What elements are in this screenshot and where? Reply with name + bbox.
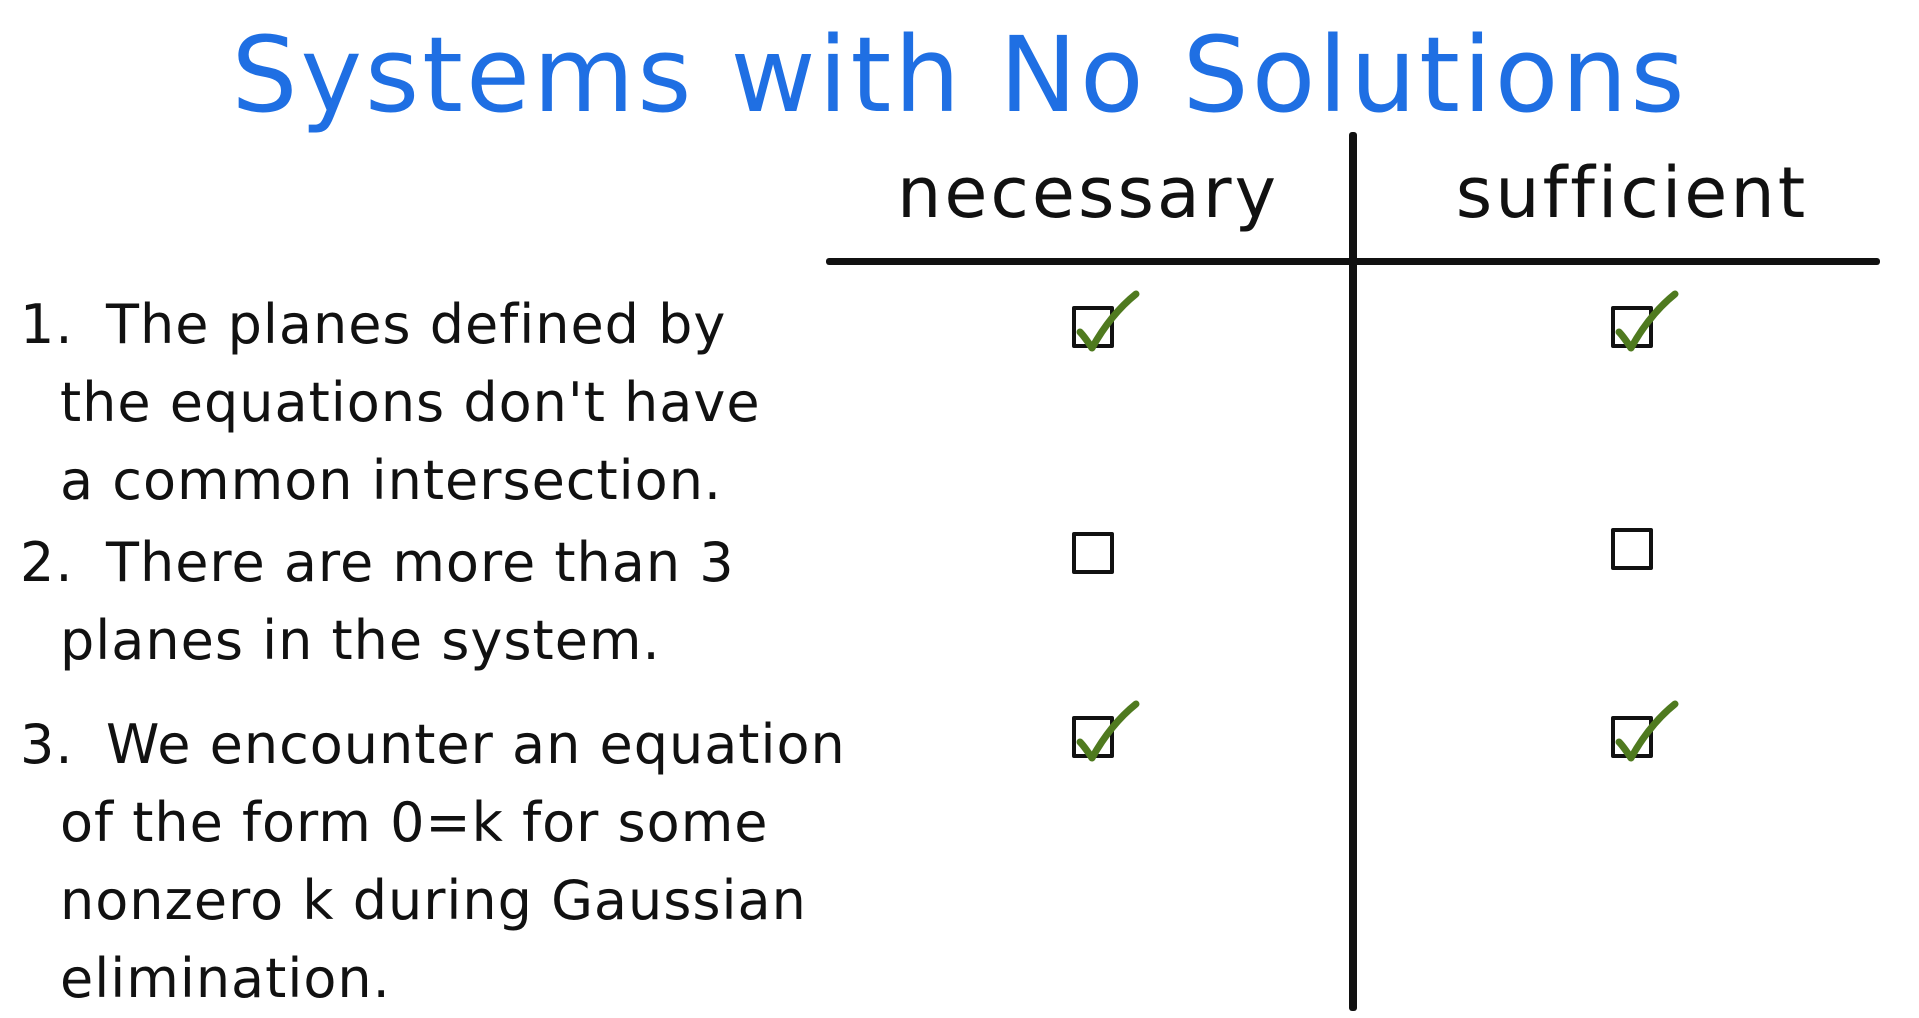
statement-3-line-1: 3.We encounter an equation bbox=[20, 713, 846, 776]
checkmark-icon bbox=[1076, 290, 1140, 352]
checkbox-icon bbox=[1072, 532, 1114, 574]
checkmark-icon bbox=[1615, 700, 1679, 762]
table-column-divider bbox=[1349, 132, 1357, 1011]
checkbox-icon bbox=[1611, 716, 1653, 758]
checkbox-icon bbox=[1611, 528, 1653, 570]
statement-1-line-1: 1.The planes defined by bbox=[20, 293, 726, 356]
statement-1-line-3: a common intersection. bbox=[60, 449, 723, 512]
page-title: Systems with No Solutions bbox=[231, 14, 1688, 136]
statement-1-line-2: the equations don't have bbox=[60, 371, 761, 434]
statement-2-number: 2. bbox=[20, 531, 74, 594]
checkmark-icon bbox=[1615, 290, 1679, 352]
checkmark-icon bbox=[1076, 700, 1140, 762]
statement-3: 3.We encounter an equation of the form 0… bbox=[20, 706, 880, 1018]
statement-2: 2.There are more than 3 planes in the sy… bbox=[20, 524, 880, 680]
statement-1-number: 1. bbox=[20, 293, 74, 356]
column-header-necessary: necessary bbox=[896, 152, 1280, 234]
statement-3-line-2: of the form 0=k for some bbox=[60, 791, 769, 854]
statement-2-line-1: 2.There are more than 3 bbox=[20, 531, 735, 594]
statement-3-line-4: elimination. bbox=[60, 947, 391, 1010]
statement-2-sufficient-checkbox[interactable] bbox=[1611, 514, 1683, 582]
statement-3-line-3: nonzero k during Gaussian bbox=[60, 869, 807, 932]
statement-2-line-2: planes in the system. bbox=[60, 609, 661, 672]
statement-1-necessary-checkbox[interactable] bbox=[1072, 290, 1144, 360]
statement-3-sufficient-checkbox[interactable] bbox=[1611, 700, 1683, 770]
statement-1: 1.The planes defined by the equations do… bbox=[20, 286, 880, 520]
statement-1-sufficient-checkbox[interactable] bbox=[1611, 290, 1683, 360]
column-header-sufficient: sufficient bbox=[1455, 152, 1809, 234]
statement-3-necessary-checkbox[interactable] bbox=[1072, 700, 1144, 770]
statement-3-number: 3. bbox=[20, 713, 74, 776]
statement-2-necessary-checkbox[interactable] bbox=[1072, 518, 1144, 586]
